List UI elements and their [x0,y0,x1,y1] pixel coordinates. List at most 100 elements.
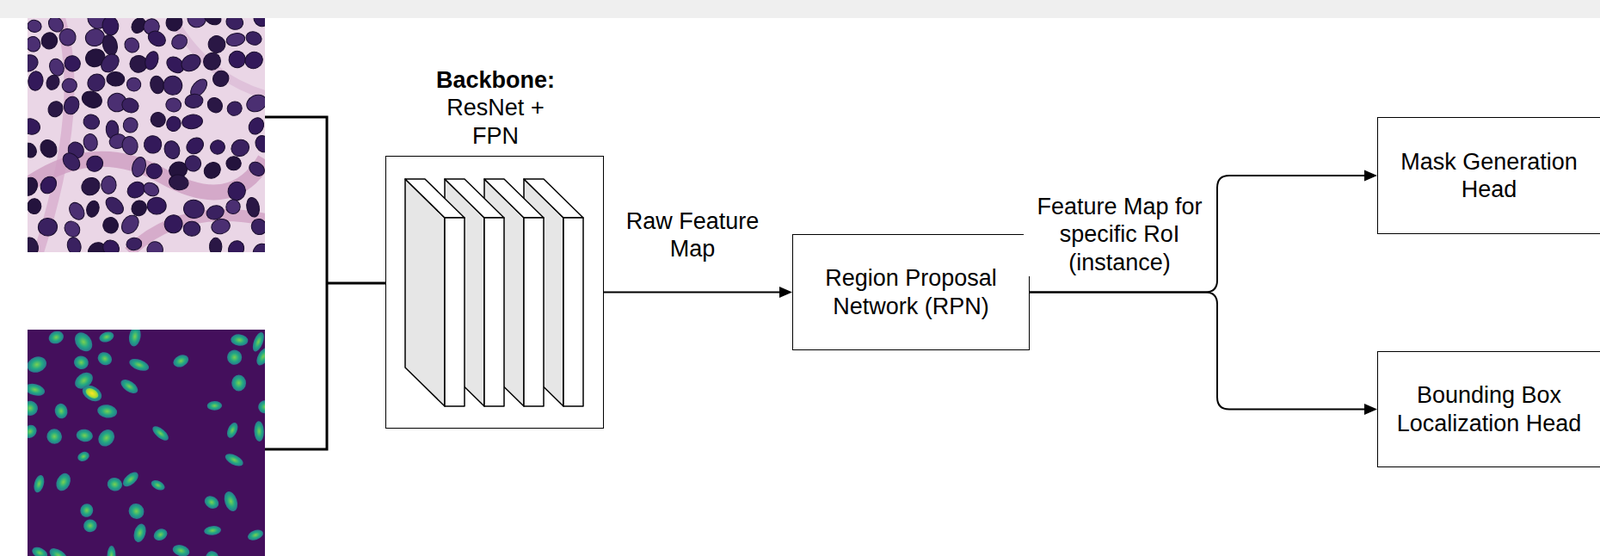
nucleus [121,116,140,135]
nucleus [226,156,242,171]
bracket-line [326,282,386,285]
nucleus [102,193,127,217]
nucleus [120,135,140,157]
nucleus-blob [204,549,222,556]
box-text-wrap: Mask Generation Head [1378,117,1600,234]
heatmap-ground [27,329,265,556]
nucleus-blob [207,400,223,411]
nucleus-blob [53,402,69,420]
bracket [264,116,386,450]
nucleus [129,155,148,179]
nucleus [81,112,101,131]
nucleus [246,159,265,179]
arrow-head [1364,170,1378,182]
nucleus [209,237,222,253]
nucleus [45,98,66,120]
nucleus-blob [80,381,105,405]
layer-stack [405,178,584,407]
nucleus [200,159,224,183]
nucleus [178,51,204,75]
histology-image [27,18,265,253]
nucleus-blob [75,428,94,444]
nucleus [168,31,190,53]
nucleus-blob [27,422,40,441]
stroma [172,18,265,95]
nucleus [145,28,168,50]
nucleus [225,31,247,48]
nucleus [181,113,204,130]
nucleus [141,179,161,199]
nucleus-blob [253,420,265,442]
nucleus [167,172,190,191]
nucleus-blob [256,398,265,415]
head-box: Bounding Box Localization Head [1377,350,1600,468]
hot-spot [84,386,101,401]
head-box: Mask Generation Head [1377,116,1600,234]
nucleus [97,50,123,76]
nucleus-blob [82,517,99,533]
nucleus-blob [171,351,191,370]
nucleus-blob [96,403,118,419]
nucleus-blob [125,499,148,522]
nucleus [146,163,162,179]
nucleus-blob [27,399,39,417]
bracket-line [264,116,327,450]
nucleus-blob [75,449,91,463]
nucleus [84,153,106,175]
nucleus-blob [71,329,97,355]
nucleus [209,217,231,236]
nucleus [183,221,201,237]
node-label: Backbone: [436,66,555,94]
nucleus [99,236,123,253]
nucleus-blob [72,354,90,371]
slab-side [405,178,445,407]
nucleus-blob [150,423,172,443]
nucleus [244,29,264,48]
nucleus-blob [27,381,47,398]
top-band [0,0,1600,19]
nucleus-blob [95,349,115,368]
nucleus [27,235,40,253]
nucleus-blob [224,347,245,368]
nucleus [36,173,60,197]
nucleus-blob [151,526,170,543]
nucleus [222,196,243,217]
nucleus [43,73,62,93]
node-label: Bounding Box Localization Head [1388,381,1590,437]
backbone-box: Backbone:ResNet + FPN [385,155,604,429]
edge-label: Feature Map for specific RoI (instance) [1023,192,1216,277]
nucleus [27,140,40,160]
nucleus-blob [27,353,50,376]
nucleus-blob [47,329,67,346]
nucleus [66,199,87,222]
nucleus-blob [149,478,167,493]
nucleus-blob [105,475,124,493]
slab-front [563,217,584,407]
box-text-wrap: Bounding Box Localization Head [1378,351,1600,467]
nucleus [160,73,185,98]
nucleus-blob [202,492,222,511]
nucleus [27,116,43,136]
nucleus [199,49,224,74]
nucleus [100,175,117,194]
nucleus [121,35,142,56]
connector [1029,292,1366,410]
nucleus-blob [47,545,71,556]
nucleus [209,138,227,156]
nucleus [147,196,167,216]
nucleus-blob [231,374,247,391]
nucleus [101,215,121,235]
nucleus [119,95,141,115]
nucleus [27,70,44,92]
slab-front [523,217,544,407]
slab-front [444,217,465,407]
nucleus [81,132,99,152]
slab-top [405,178,465,218]
nucleus-blob [127,329,142,347]
nucleus [252,132,265,154]
nucleus [37,217,58,237]
nucleus [117,211,142,237]
nucleus-blob [106,545,116,556]
